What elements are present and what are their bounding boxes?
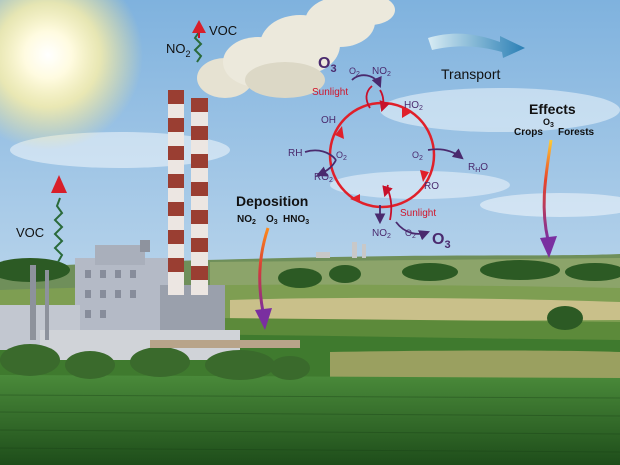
effects-forests-label: Forests: [558, 127, 595, 138]
effects-title: Effects: [529, 101, 576, 117]
cycle-rh: RH: [288, 148, 302, 159]
smokestack-right: [191, 98, 208, 295]
voc-top-label: VOC: [209, 23, 237, 38]
sunlight-bottom-label: Sunlight: [400, 208, 436, 219]
transport-label: Transport: [441, 66, 501, 82]
cycle-ro: RO: [424, 181, 439, 192]
effects-crops-label: Crops: [514, 127, 543, 138]
sunlight-top-label: Sunlight: [312, 87, 348, 98]
cycle-oh: OH: [321, 115, 336, 126]
deposition-title: Deposition: [236, 193, 308, 209]
smokestack-left: [168, 90, 184, 295]
voc-left-label: VOC: [16, 225, 44, 240]
